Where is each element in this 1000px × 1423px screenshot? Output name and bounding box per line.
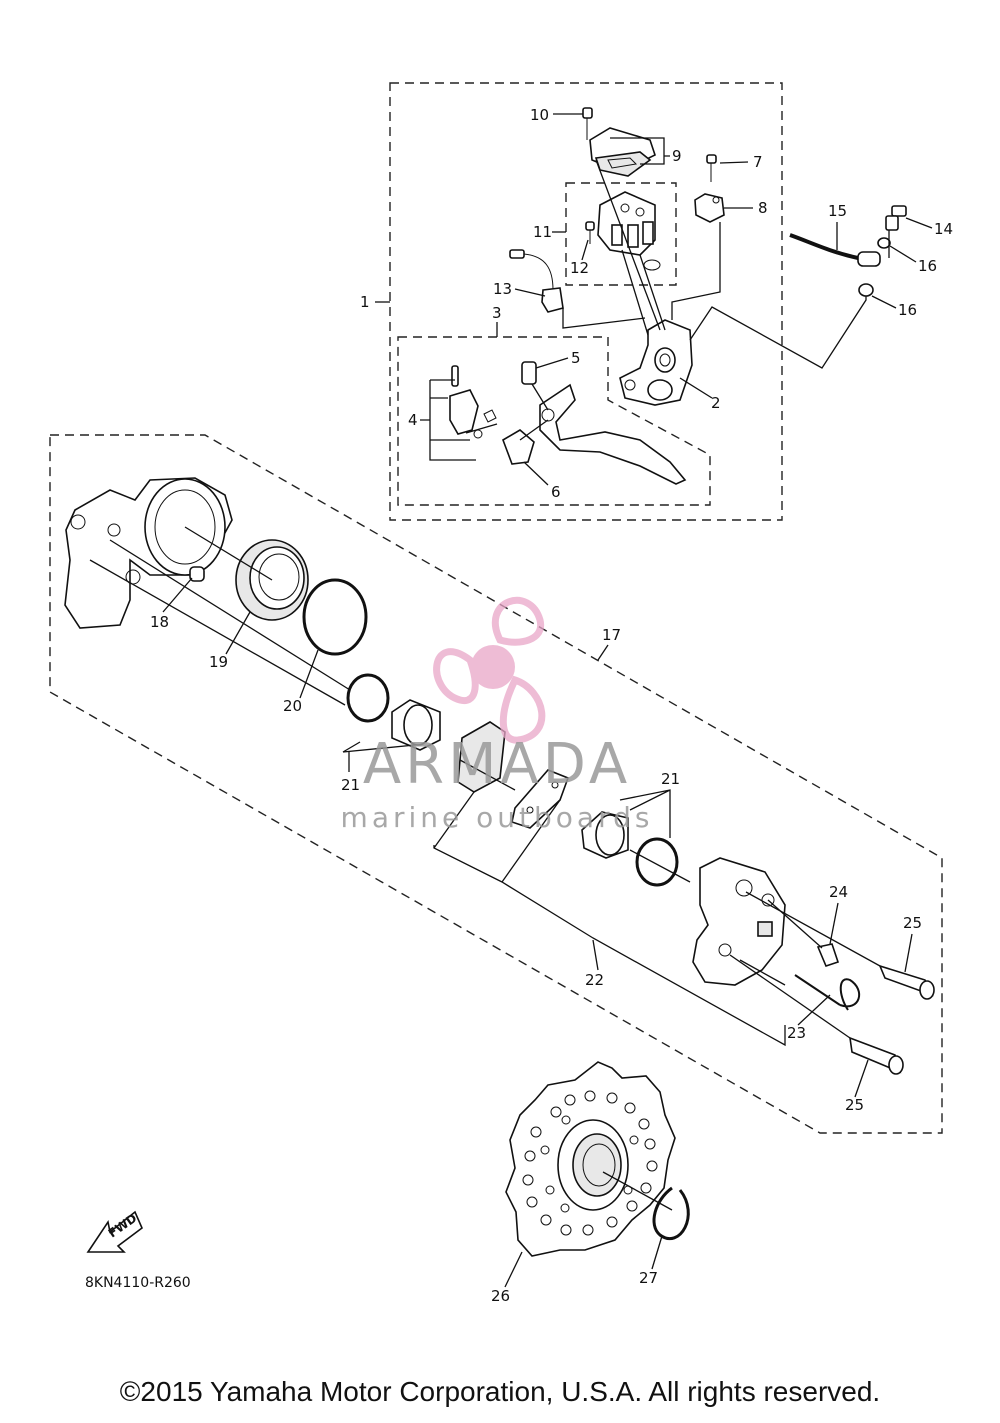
group-box-11 — [565, 182, 677, 286]
circlip-27 — [652, 1186, 690, 1240]
seal-21b — [635, 837, 679, 887]
callout-20: 20 — [283, 697, 302, 715]
piston-b — [581, 811, 629, 859]
callout-27: 27 — [639, 1269, 658, 1287]
washer-16b — [858, 283, 874, 297]
callout-19: 19 — [209, 653, 228, 671]
callout-21b: 21 — [661, 770, 680, 788]
diagram-code: 8KN4110-R260 — [85, 1275, 191, 1291]
callout-4: 4 — [408, 411, 418, 429]
banjo-bolt-14 — [885, 205, 907, 231]
callout-10: 10 — [530, 106, 549, 124]
callout-18: 18 — [150, 613, 169, 631]
screw-12 — [585, 221, 595, 244]
callout-2: 2 — [711, 394, 721, 412]
bushing-18 — [189, 566, 205, 582]
adjuster-5 — [521, 361, 537, 385]
callout-5: 5 — [571, 349, 581, 367]
callout-21a: 21 — [341, 776, 360, 794]
copyright-notice: ©2015 Yamaha Motor Corporation, U.S.A. A… — [119, 1376, 881, 1407]
callouts: 1 2 3 4 5 6 7 8 9 10 11 12 13 — [150, 106, 953, 1305]
screw-7 — [706, 154, 717, 182]
callout-23: 23 — [787, 1024, 806, 1042]
watermark-tagline: marine outboards — [341, 801, 654, 834]
bolt-25a — [878, 964, 935, 1000]
screw-10 — [582, 107, 593, 140]
callout-13: 13 — [493, 280, 512, 298]
brake-disc-26 — [505, 1061, 676, 1257]
seal-21a — [346, 673, 390, 723]
callout-6: 6 — [551, 483, 561, 501]
reservoir-cap-9 — [589, 127, 656, 177]
callout-24: 24 — [829, 883, 848, 901]
callout-25b: 25 — [845, 1096, 864, 1114]
callout-16a: 16 — [918, 257, 937, 275]
callout-15: 15 — [828, 202, 847, 220]
callout-12: 12 — [570, 259, 589, 277]
callout-16b: 16 — [898, 301, 917, 319]
bleeder-24 — [816, 943, 840, 967]
caliper-body — [692, 857, 786, 986]
group-box-3 — [397, 336, 711, 506]
armada-logo — [433, 596, 546, 744]
washer-16a — [877, 237, 891, 249]
clamp-8 — [694, 193, 725, 223]
callout-7: 7 — [753, 153, 763, 171]
brake-pad-a — [457, 721, 506, 793]
callout-11: 11 — [533, 223, 552, 241]
callout-25a: 25 — [903, 914, 922, 932]
callout-14: 14 — [934, 220, 953, 238]
callout-17: 17 — [602, 626, 621, 644]
ring-20 — [302, 578, 368, 656]
fwd-arrow-icon: FWD — [86, 1210, 143, 1253]
brake-hose-15 — [789, 233, 881, 267]
pin-23 — [794, 974, 861, 1011]
callout-1: 1 — [360, 293, 370, 311]
lever-holder-6 — [502, 429, 535, 465]
master-cylinder-2 — [619, 319, 693, 406]
callout-9: 9 — [672, 147, 682, 165]
group-box-1 — [389, 82, 783, 521]
callout-22: 22 — [585, 971, 604, 989]
callout-3: 3 — [492, 304, 502, 322]
brake-switch-13 — [509, 249, 564, 313]
caliper-bracket — [64, 477, 233, 629]
reservoir-11 — [597, 191, 656, 256]
bolt-25b — [849, 1036, 904, 1075]
watermark-brand: ARMADA — [363, 732, 631, 797]
callout-8: 8 — [758, 199, 768, 217]
disc-holes — [522, 1090, 658, 1236]
group-box-17 — [49, 434, 943, 1134]
callout-26: 26 — [491, 1287, 510, 1305]
piston-a — [391, 699, 441, 751]
pivot-bolt-4 — [449, 365, 497, 439]
